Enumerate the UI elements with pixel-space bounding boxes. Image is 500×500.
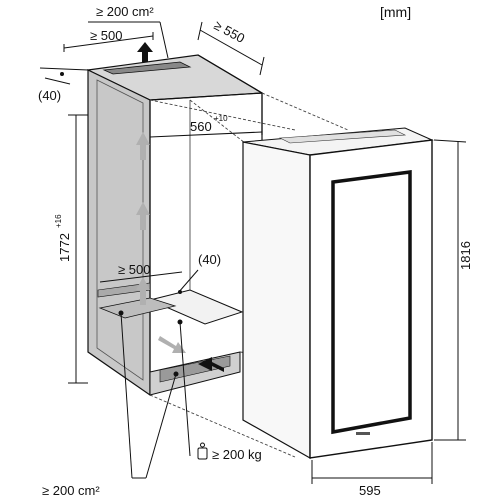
niche-right-top-edge bbox=[197, 54, 263, 94]
proj-top-right bbox=[261, 92, 349, 131]
dim-leader-floor-load bbox=[179, 321, 191, 457]
dim-leader-bottom-area-1 bbox=[120, 312, 133, 479]
dim-line-top-vent-width bbox=[63, 35, 154, 49]
dimension-lines bbox=[39, 21, 467, 484]
appliance-top-grille bbox=[278, 129, 407, 144]
label-niche-width-sup: +10 bbox=[214, 114, 228, 123]
niche-cabinet bbox=[85, 54, 264, 397]
dim-line-niche-width bbox=[149, 131, 263, 138]
flow-arrows-black bbox=[137, 42, 224, 372]
dim-line-bottom-vent-width bbox=[99, 271, 183, 283]
label-bottom-offset: (40) bbox=[198, 252, 221, 267]
dim-line-bottom-offset bbox=[177, 269, 199, 294]
label-niche-width: 560 bbox=[190, 119, 212, 134]
airflow-arrows bbox=[136, 132, 186, 353]
label-niche-height: 1772 bbox=[57, 233, 72, 262]
label-appliance-width: 595 bbox=[359, 483, 381, 498]
airflow-arrow-middle bbox=[136, 202, 150, 230]
dim-line-top-offset bbox=[39, 67, 89, 71]
label-niche-height-sup: +16 bbox=[54, 214, 63, 228]
top-vent-slot bbox=[102, 61, 192, 75]
airflow-arrow-upper bbox=[136, 132, 150, 160]
airflow-arrow-lower bbox=[136, 277, 150, 305]
label-bottom-vent-width: ≥ 500 bbox=[118, 262, 150, 277]
wine-cabinet bbox=[242, 127, 434, 460]
dim-leader-bottom-area-2 bbox=[145, 373, 177, 479]
exhaust-arrow-up bbox=[137, 42, 153, 62]
label-floor-load: ≥ 200 kg bbox=[212, 447, 262, 462]
niche-floor bbox=[148, 289, 244, 325]
niche-inner-frame bbox=[96, 79, 144, 381]
brand-badge bbox=[356, 432, 370, 435]
dimension-labels: [mm] ≥ 200 cm² ≥ 550 ≥ 500 (40) 560 +10 … bbox=[38, 4, 473, 498]
proj-inner bbox=[189, 99, 246, 144]
dim-line-depth bbox=[199, 29, 263, 66]
label-niche-depth: ≥ 550 bbox=[212, 17, 248, 45]
label-top-vent-area: ≥ 200 cm² bbox=[96, 4, 154, 19]
label-top-offset: (40) bbox=[38, 88, 61, 103]
appliance-side bbox=[242, 141, 311, 460]
door-glass-frame bbox=[331, 170, 412, 435]
label-appliance-height: 1816 bbox=[458, 241, 473, 270]
label-top-vent-width: ≥ 500 bbox=[90, 28, 122, 43]
weight-icon bbox=[197, 442, 208, 460]
intake-arrow-bottom bbox=[198, 357, 224, 372]
units-label: [mm] bbox=[380, 4, 411, 20]
proj-bottom-left bbox=[149, 394, 296, 458]
label-bottom-vent-area: ≥ 200 cm² bbox=[42, 483, 100, 498]
airflow-arrow-floor bbox=[158, 336, 186, 353]
